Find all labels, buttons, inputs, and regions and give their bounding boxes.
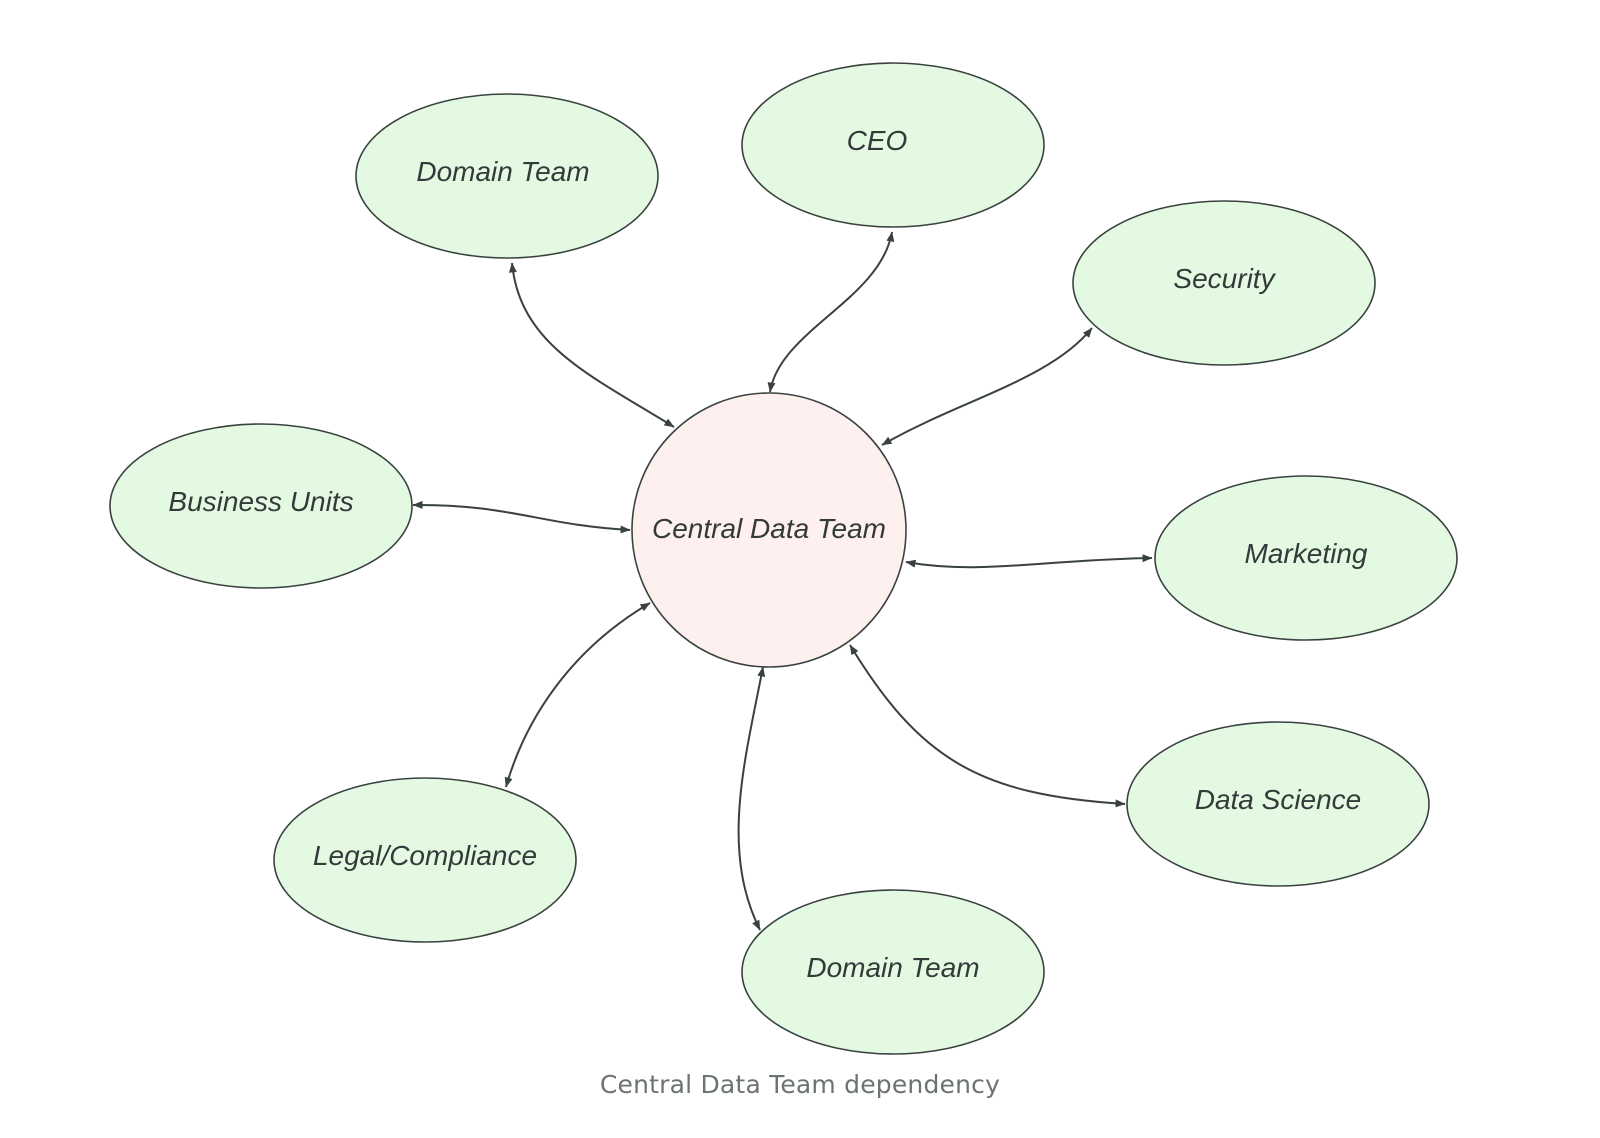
node-data-science: Data Science (1126, 721, 1430, 887)
edge-central-domain-top (508, 262, 675, 428)
node-security: Security (1072, 200, 1376, 366)
edge-central-ceo (767, 231, 895, 393)
node-marketing: Marketing (1154, 475, 1458, 641)
node-label: Marketing (1245, 538, 1368, 569)
node-label: Domain Team (806, 952, 979, 983)
node-ceo: CEO (741, 62, 1045, 228)
edge-central-business-units (412, 500, 631, 534)
node-label: Legal/Compliance (313, 840, 537, 871)
figure-caption: Central Data Team dependency (599, 1070, 1001, 1099)
node-label: Data Science (1195, 784, 1362, 815)
node-label: CEO (847, 125, 908, 156)
edge-central-marketing (905, 554, 1153, 569)
node-legal-compliance: Legal/Compliance (273, 777, 577, 943)
node-central-data-team: Central Data Team (631, 392, 907, 668)
node-label: Domain Team (416, 156, 589, 187)
node-domain-team-top: Domain Team (355, 93, 659, 259)
edge-central-domain-bottom (737, 666, 766, 931)
node-business-units: Business Units (109, 423, 413, 589)
edges (412, 231, 1153, 931)
edge-central-legal (504, 602, 651, 788)
node-label: Security (1173, 263, 1276, 294)
node-label: Business Units (168, 486, 353, 517)
edge-central-security (881, 327, 1093, 446)
node-domain-team-bottom: Domain Team (741, 889, 1045, 1055)
hub-label: Central Data Team (652, 513, 886, 544)
dependency-diagram: Domain Team CEO Security Business Units … (109, 62, 1458, 1055)
edge-central-data-science (849, 644, 1126, 808)
